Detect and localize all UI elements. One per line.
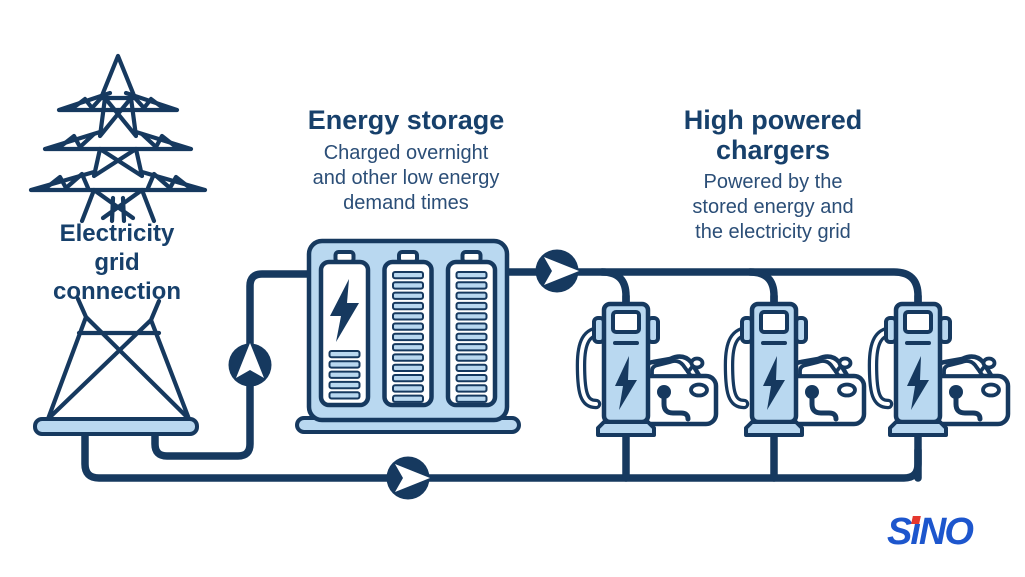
battery-bar xyxy=(455,301,488,311)
battery-bar xyxy=(392,343,424,352)
battery-bar xyxy=(328,391,361,400)
lightning-bolt-icon xyxy=(330,279,359,342)
battery-bar xyxy=(455,281,488,290)
battery-bar xyxy=(392,291,424,300)
battery-bar xyxy=(392,312,424,321)
grid-connection-label: Electricity grid connection xyxy=(53,219,181,306)
battery-bars xyxy=(328,350,361,400)
grid-label-line: grid xyxy=(94,249,140,276)
chargers-description-line: stored energy and xyxy=(692,196,854,218)
storage-title: Energy storage xyxy=(307,105,505,135)
battery-bar xyxy=(392,353,424,362)
storage-description-line: and other low energy xyxy=(312,167,500,189)
battery-bar xyxy=(455,374,488,383)
battery-bar xyxy=(455,353,488,362)
battery-bar xyxy=(328,370,361,379)
logo-letters-no: NO xyxy=(918,511,974,553)
battery-bar xyxy=(392,374,424,383)
battery-bar xyxy=(328,360,361,369)
flow-arrow-up-icon xyxy=(228,343,272,387)
battery-bar xyxy=(455,394,488,403)
storage-description-line: demand times xyxy=(343,192,469,214)
battery-bar xyxy=(392,332,424,342)
battery-storage-icon xyxy=(295,238,521,434)
ev-charger-unit-2 xyxy=(729,296,864,478)
chargers-title: High powered chargers xyxy=(684,105,863,165)
flow-arrow-right-icon xyxy=(535,249,579,293)
storage-description-line: Charged overnight xyxy=(323,142,489,164)
battery-bar xyxy=(328,380,361,390)
battery-bars xyxy=(392,271,424,403)
chargers-description: Powered by the stored energy and the ele… xyxy=(692,170,853,245)
battery-bar xyxy=(455,271,488,280)
ev-charger-unit-1 xyxy=(581,296,716,478)
battery-bars xyxy=(455,271,488,403)
substation-platform xyxy=(33,417,199,436)
battery-bar xyxy=(392,322,424,331)
transmission-tower-icon xyxy=(28,53,208,224)
logo-i-glyph: ı xyxy=(910,511,920,553)
battery-bar xyxy=(455,384,488,393)
battery-bar xyxy=(392,301,424,311)
chargers-title-line: chargers xyxy=(715,135,831,165)
battery-bar xyxy=(392,363,424,373)
ev-charger-unit-3 xyxy=(873,296,1008,478)
battery-bar xyxy=(328,350,361,359)
flow-arrow-nodes xyxy=(228,249,579,500)
battery-cell-charging xyxy=(318,259,371,408)
battery-bar xyxy=(392,394,424,403)
grid-label-line: Electricity xyxy=(59,220,175,247)
substation-icon xyxy=(33,296,199,436)
battery-bar xyxy=(392,281,424,290)
chargers-description-line: Powered by the xyxy=(703,171,843,193)
chargers-description-line: the electricity grid xyxy=(695,221,851,243)
grid-label-line: connection xyxy=(52,278,182,305)
flow-arrow-right-icon xyxy=(386,456,430,500)
logo-letter-i: ı xyxy=(910,510,922,554)
battery-bar xyxy=(455,332,488,342)
chargers-title-line: High powered xyxy=(683,105,863,135)
battery-bar xyxy=(455,363,488,373)
battery-bar xyxy=(455,343,488,352)
grid-to-storage-line xyxy=(151,270,313,460)
storage-description: Charged overnight and other low energy d… xyxy=(313,141,500,216)
battery-bar xyxy=(392,271,424,280)
logo-letter-s: S xyxy=(887,511,912,553)
battery-bar xyxy=(455,322,488,331)
battery-bar xyxy=(455,291,488,300)
battery-bar xyxy=(392,384,424,393)
battery-bar xyxy=(455,312,488,321)
